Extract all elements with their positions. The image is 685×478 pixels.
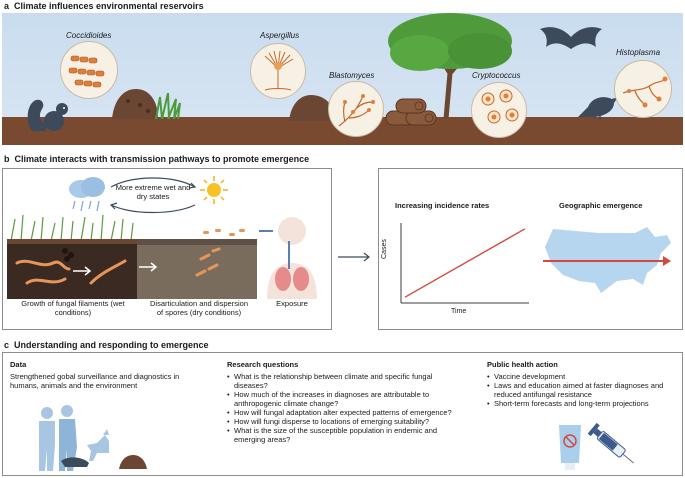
coccidioides-circle [60,41,118,99]
panel-a-scene: Coccidioides Aspergillus Blastomyces [2,13,683,145]
rain-cloud-icon [69,177,105,212]
panel-a-heading: Climate influences environmental reservo… [14,1,204,11]
panel-letter-a: a [4,1,10,11]
rock-pile-icon-2 [289,95,335,121]
coccidioides-spore-icon [68,55,105,88]
grass-icon [155,93,181,119]
geographic-title: Geographic emergence [559,201,643,210]
blastomyces-hyphae-icon [338,94,375,127]
x-axis-label: Time [451,308,467,315]
panel-b-title: b Climate interacts with transmission pat… [4,154,309,164]
us-map-icon [543,227,671,293]
aspergillus-conidiophore-icon [264,50,294,91]
tree-icon [388,13,512,119]
panel-b-heading: Climate interacts with transmission path… [14,154,310,164]
cryptococcus-circle [471,82,527,138]
wet-dry-label: More extreme wet and dry states [115,183,191,202]
histoplasma-circle [614,60,672,118]
incidence-chart [400,223,529,304]
public-health-list: Vaccine development Laws and education a… [487,372,677,408]
transmission-pathway-box: More extreme wet and dry states [2,168,332,330]
bat-icon [540,27,602,49]
species-label-blastomyces: Blastomyces [329,71,375,80]
cream-tube-icon [559,425,581,470]
list-item: How will fungi disperse to locations of … [227,417,467,426]
species-label-cryptococcus: Cryptococcus [472,71,521,80]
rock-pile-icon [112,89,158,119]
blastomyces-circle [328,81,384,137]
panel-a-title: a Climate influences environmental reserv… [4,1,204,11]
list-item: Laws and education aimed at faster diagn… [487,381,677,399]
research-column-title: Research questions [227,360,299,369]
arrow-right-icon [338,252,370,262]
disarticulation-caption: Disarticulation and dispersion of spores… [150,299,248,318]
trend-line [404,228,526,298]
response-box: Data Strengthened gobal surveillance and… [2,352,683,476]
list-item: What is the relationship between climate… [227,372,467,390]
emergence-outcome-box: Increasing incidence rates Geographic em… [378,168,683,330]
cryptococcus-yeast-icon [481,89,519,124]
panel-c-heading: Understanding and responding to emergenc… [14,340,209,350]
histoplasma-hyphae-icon [622,76,668,108]
research-questions-list: What is the relationship between climate… [227,372,467,444]
panel-letter-b: b [4,154,10,164]
y-axis-label: Cases [381,239,388,259]
species-label-coccidioides: Coccidioides [66,31,112,40]
pigeon-icon [578,97,618,120]
public-health-column-title: Public health action [487,360,558,369]
cycle-arrows-icon [109,177,197,214]
species-label-aspergillus: Aspergillus [260,31,300,40]
aspergillus-circle [250,43,306,99]
squirrel-icon [27,99,68,131]
exposure-person-icon [259,217,317,299]
exposure-caption: Exposure [276,299,308,308]
data-column-title: Data [10,360,27,369]
species-label-histoplasma: Histoplasma [616,48,661,57]
list-item: Short-term forecasts and long-term proje… [487,399,677,408]
sun-icon [200,176,228,204]
incidence-title: Increasing incidence rates [395,201,490,210]
log-pile-icon [385,98,437,126]
list-item: How will fungal adaptation alter expecte… [227,408,467,417]
data-column-text: Strengthened gobal surveillance and diag… [10,372,180,390]
panel-c-title: c Understanding and responding to emergen… [4,340,209,350]
syringe-icon [587,422,634,464]
growth-caption: Growth of fungal filaments (wet conditio… [21,299,125,318]
dry-soil-scene [137,229,257,299]
wet-soil-scene [7,214,137,299]
humans-animals-icon [39,405,147,471]
list-item: Vaccine development [487,372,677,381]
panel-letter-c: c [4,340,10,350]
list-item: How much of the increases in diagnoses a… [227,390,467,408]
list-item: What is the size of the susceptible popu… [227,426,467,444]
